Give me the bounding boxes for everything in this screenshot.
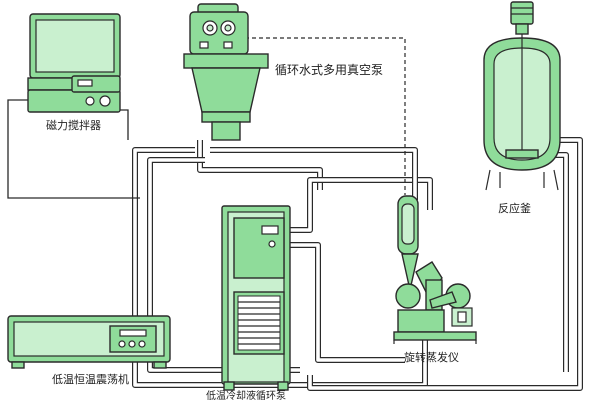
cooling-pump <box>221 205 291 391</box>
label-rotary-evaporator: 旋转蒸发仪 <box>404 351 459 364</box>
label-magnetic-stirrer: 磁力搅拌器 <box>46 119 101 132</box>
magnetic-stirrer <box>27 13 121 113</box>
rotary-evaporator <box>393 195 477 344</box>
stirrer-cable <box>7 99 140 199</box>
tubing-network <box>132 137 583 391</box>
vacuum-pump <box>183 3 269 141</box>
reactor <box>483 1 561 191</box>
cooling-pump-grille <box>237 295 281 351</box>
shaker <box>7 315 171 369</box>
label-shaker: 低温恒温震荡机 <box>52 373 129 386</box>
stirrer-cable-2 <box>120 109 129 140</box>
label-reactor: 反应釜 <box>498 202 531 215</box>
label-vacuum-pump: 循环水式多用真空泵 <box>275 63 384 77</box>
label-cooling-pump: 低温冷却液循环泵 <box>206 391 286 402</box>
